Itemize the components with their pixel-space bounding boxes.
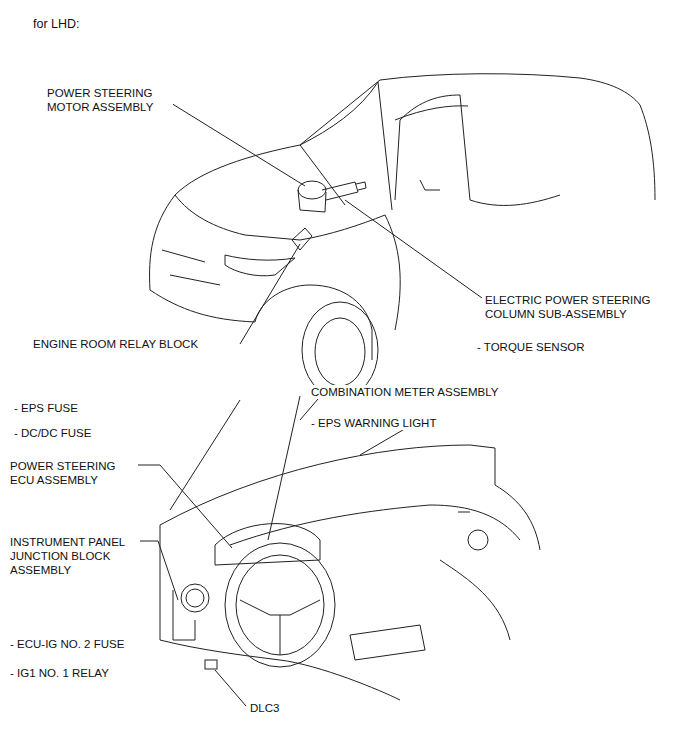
part-label: ENGINE ROOM RELAY BLOCK <box>32 337 199 351</box>
dashboard <box>160 385 540 700</box>
part-label: COMBINATION METER ASSEMBLY <box>310 385 499 399</box>
part-label: for LHD: <box>32 17 81 31</box>
part-label: - EPS FUSE <box>13 401 79 415</box>
part-label: POWER STEERING ECU ASSEMBLY <box>9 459 129 487</box>
part-label: - DC/DC FUSE <box>13 426 92 440</box>
part-label: - EPS WARNING LIGHT <box>310 416 437 430</box>
part-label: POWER STEERING MOTOR ASSEMBLY <box>46 86 173 114</box>
part-label: - IG1 NO. 1 RELAY <box>9 666 110 680</box>
car-body <box>150 74 655 398</box>
part-label: ELECTRIC POWER STEERING COLUMN SUB-ASSEM… <box>484 293 666 321</box>
leader-line <box>138 396 300 706</box>
part-label: - TORQUE SENSOR <box>476 340 586 354</box>
steering-column-sketch <box>292 181 366 250</box>
part-label: INSTRUMENT PANEL JUNCTION BLOCK ASSEMBLY <box>9 535 133 577</box>
part-label: - ECU-IG NO. 2 FUSE <box>9 637 125 651</box>
part-label: DLC3 <box>249 701 280 715</box>
leader-line <box>166 100 482 344</box>
